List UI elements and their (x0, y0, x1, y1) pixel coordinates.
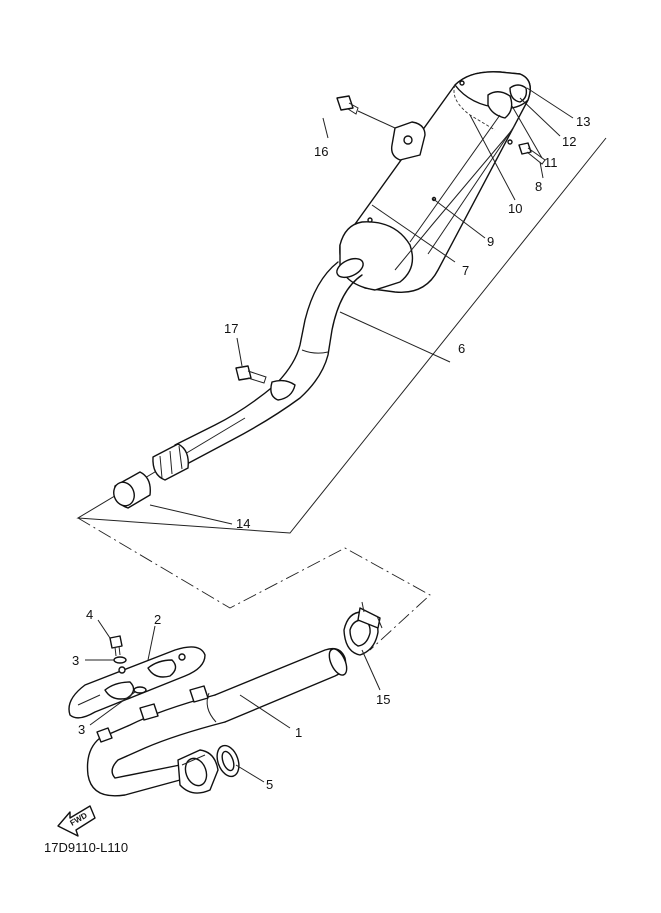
bolt-4 (109, 635, 123, 657)
muffler-bracket (390, 121, 426, 161)
callout-17: 17 (224, 321, 238, 336)
callout-6: 6 (458, 341, 465, 356)
callout-4: 4 (86, 607, 93, 622)
callout-14: 14 (236, 516, 250, 531)
callout-13: 13 (576, 114, 590, 129)
callout-9: 9 (487, 234, 494, 249)
gasket-5 (216, 744, 240, 778)
exhaust-header-pipe (86, 647, 348, 797)
callout-15: 15 (376, 692, 390, 707)
callout-16: 16 (314, 144, 328, 159)
callout-7: 7 (462, 263, 469, 278)
muffler-body (339, 71, 531, 294)
washer-3-lower (133, 686, 147, 694)
callout-labels: 1 2 3 3 4 5 6 7 8 9 10 11 12 13 14 15 16… (72, 114, 590, 792)
callout-3-lower: 3 (78, 722, 85, 737)
bolt-17 (235, 365, 267, 384)
heat-protector-2 (68, 646, 206, 719)
bolt-16 (336, 95, 396, 129)
washer-3-upper (113, 656, 127, 664)
fwd-arrow-icon: FWD (57, 805, 96, 837)
callout-12: 12 (562, 134, 576, 149)
muffler-inlet-pipe (152, 257, 364, 481)
callout-1: 1 (295, 725, 302, 740)
screw-8 (518, 142, 546, 165)
callout-11: 11 (544, 155, 558, 170)
callout-2: 2 (154, 612, 161, 627)
exhaust-joint-outline (77, 517, 431, 651)
pipe-sleeve-gasket (113, 471, 151, 509)
callout-10: 10 (508, 201, 522, 216)
callout-8: 8 (535, 179, 542, 194)
leader-lines (85, 87, 574, 783)
exhaust-port-flange (177, 749, 219, 794)
callout-3-upper: 3 (72, 653, 79, 668)
clamp-15 (343, 601, 383, 656)
diagram-code: 17D9110-L110 (44, 840, 128, 855)
callout-5: 5 (266, 777, 273, 792)
